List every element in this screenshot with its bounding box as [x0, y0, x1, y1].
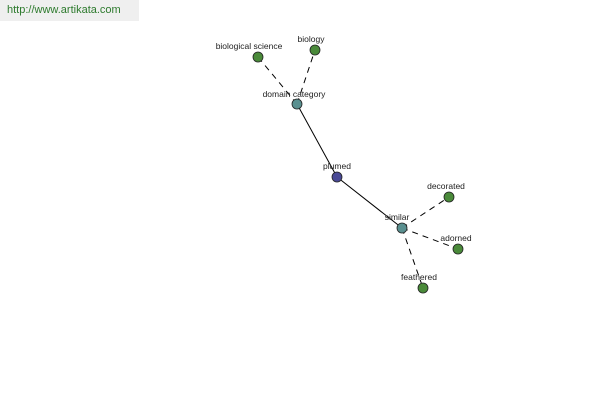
node-feathered[interactable]: [417, 282, 429, 294]
node-biology[interactable]: [309, 44, 321, 56]
node-decorated[interactable]: [443, 191, 455, 203]
node-label-plumed[interactable]: plumed: [323, 161, 351, 171]
node-label-domain-category[interactable]: domain category: [263, 89, 327, 99]
edge-similar-to-adorned: [401, 227, 459, 250]
node-adorned[interactable]: [452, 243, 464, 255]
node-label-adorned[interactable]: adorned: [440, 233, 471, 243]
edge-similar-to-decorated: [401, 196, 450, 229]
node-similar[interactable]: [396, 222, 408, 234]
node-domain-category[interactable]: [291, 98, 303, 110]
edges-layer: [257, 49, 459, 289]
node-label-decorated[interactable]: decorated: [427, 181, 465, 191]
source-url[interactable]: http://www.artikata.com: [0, 0, 139, 21]
node-label-biology[interactable]: biology: [298, 34, 326, 44]
node-plumed[interactable]: [331, 171, 343, 183]
nodes-layer: [252, 44, 464, 294]
node-label-similar[interactable]: similar: [385, 212, 410, 222]
node-label-feathered[interactable]: feathered: [401, 272, 437, 282]
node-biological-science[interactable]: [252, 51, 264, 63]
labels-layer: plumed domain category similar biological s…: [216, 34, 472, 282]
node-label-biological-science[interactable]: biological science: [216, 41, 283, 51]
edge-plumed-to-similar: [336, 176, 403, 229]
edge-plumed-to-domain-category: [296, 103, 338, 178]
edge-domain-category-to-biology: [296, 49, 316, 105]
